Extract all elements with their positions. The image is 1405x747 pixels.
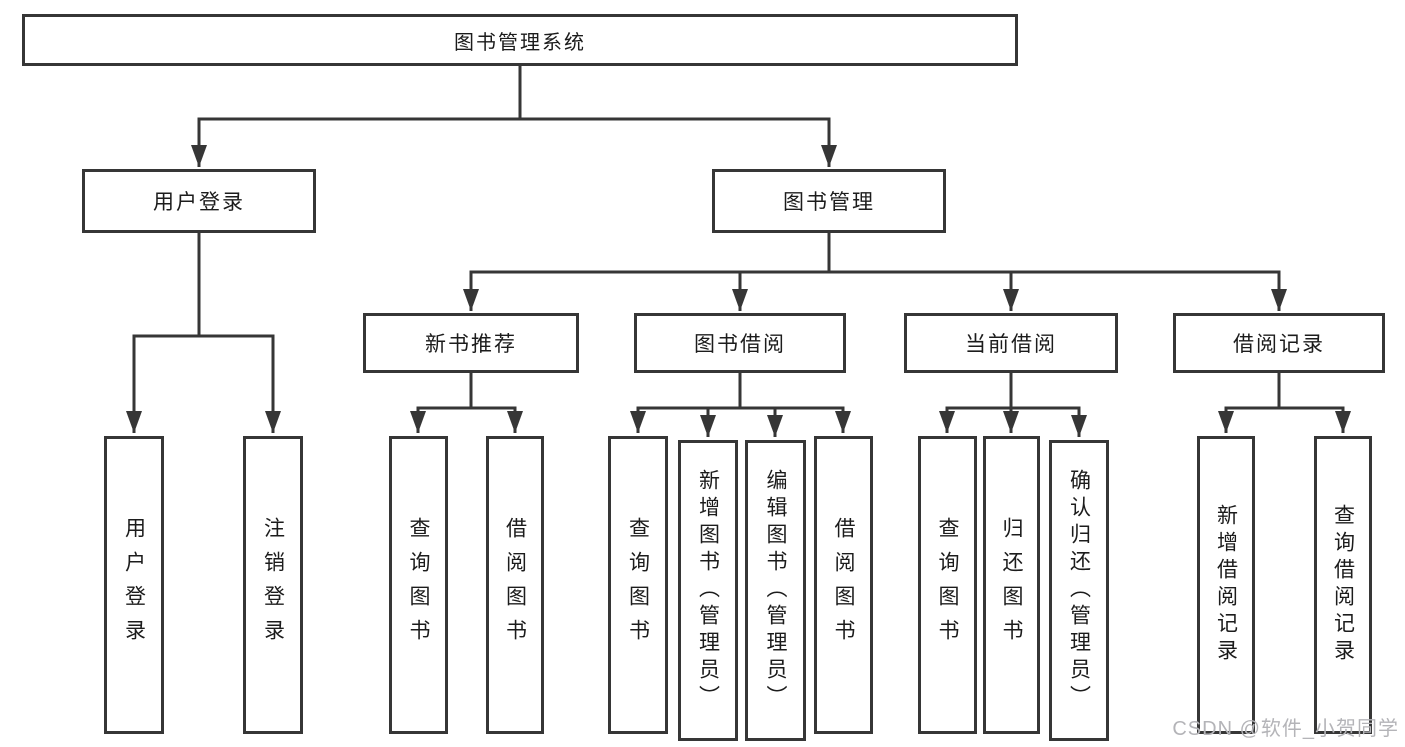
- node-label: 归还图书: [1000, 517, 1023, 653]
- node-label: 新增图书（管理员）: [696, 469, 720, 712]
- node-new-book-recommendation: 新书推荐: [363, 313, 579, 373]
- node-label: 查询图书: [626, 517, 650, 653]
- node-library-system: 图书管理系统: [22, 14, 1018, 66]
- node-label: 查询借阅记录: [1331, 504, 1355, 666]
- node-add-borrow-record: 新增借阅记录: [1197, 436, 1255, 734]
- node-user-login: 用户登录: [82, 169, 316, 233]
- node-label: 确认归还（管理员）: [1067, 469, 1091, 712]
- node-label: 注销登录: [261, 517, 285, 653]
- node-query-books-current: 查询图书: [918, 436, 977, 734]
- node-return-books: 归还图书: [983, 436, 1040, 734]
- node-label: 借阅图书: [503, 517, 527, 653]
- node-book-management: 图书管理: [712, 169, 946, 233]
- node-query-borrow-record: 查询借阅记录: [1314, 436, 1372, 734]
- node-borrow-books: 借阅图书: [814, 436, 873, 734]
- node-label: 新书推荐: [425, 333, 517, 356]
- node-label: 图书管理系统: [454, 31, 586, 54]
- node-borrowing-records: 借阅记录: [1173, 313, 1385, 373]
- node-book-borrowing: 图书借阅: [634, 313, 846, 373]
- node-label: 图书借阅: [694, 333, 786, 356]
- node-edit-books-admin: 编辑图书（管理员）: [745, 440, 806, 741]
- node-confirm-return-admin: 确认归还（管理员）: [1049, 440, 1109, 741]
- node-label: 当前借阅: [965, 333, 1057, 356]
- node-label: 新增借阅记录: [1214, 504, 1238, 666]
- node-user-login-leaf: 用户登录: [104, 436, 164, 734]
- node-query-books-recommend: 查询图书: [389, 436, 448, 734]
- node-label: 查询图书: [936, 517, 959, 653]
- node-label: 用户登录: [122, 517, 146, 653]
- node-label: 查询图书: [407, 517, 430, 653]
- node-label: 借阅记录: [1233, 333, 1325, 356]
- node-label: 编辑图书（管理员）: [764, 469, 787, 712]
- node-query-books-borrow: 查询图书: [608, 436, 668, 734]
- node-add-books-admin: 新增图书（管理员）: [678, 440, 738, 741]
- node-borrow-books-recommend: 借阅图书: [486, 436, 544, 734]
- node-logout: 注销登录: [243, 436, 303, 734]
- node-label: 用户登录: [153, 191, 245, 214]
- node-label: 借阅图书: [832, 517, 855, 653]
- node-current-borrowing: 当前借阅: [904, 313, 1118, 373]
- node-label: 图书管理: [783, 191, 875, 214]
- csdn-watermark: CSDN @软件_小贺同学: [1172, 718, 1399, 740]
